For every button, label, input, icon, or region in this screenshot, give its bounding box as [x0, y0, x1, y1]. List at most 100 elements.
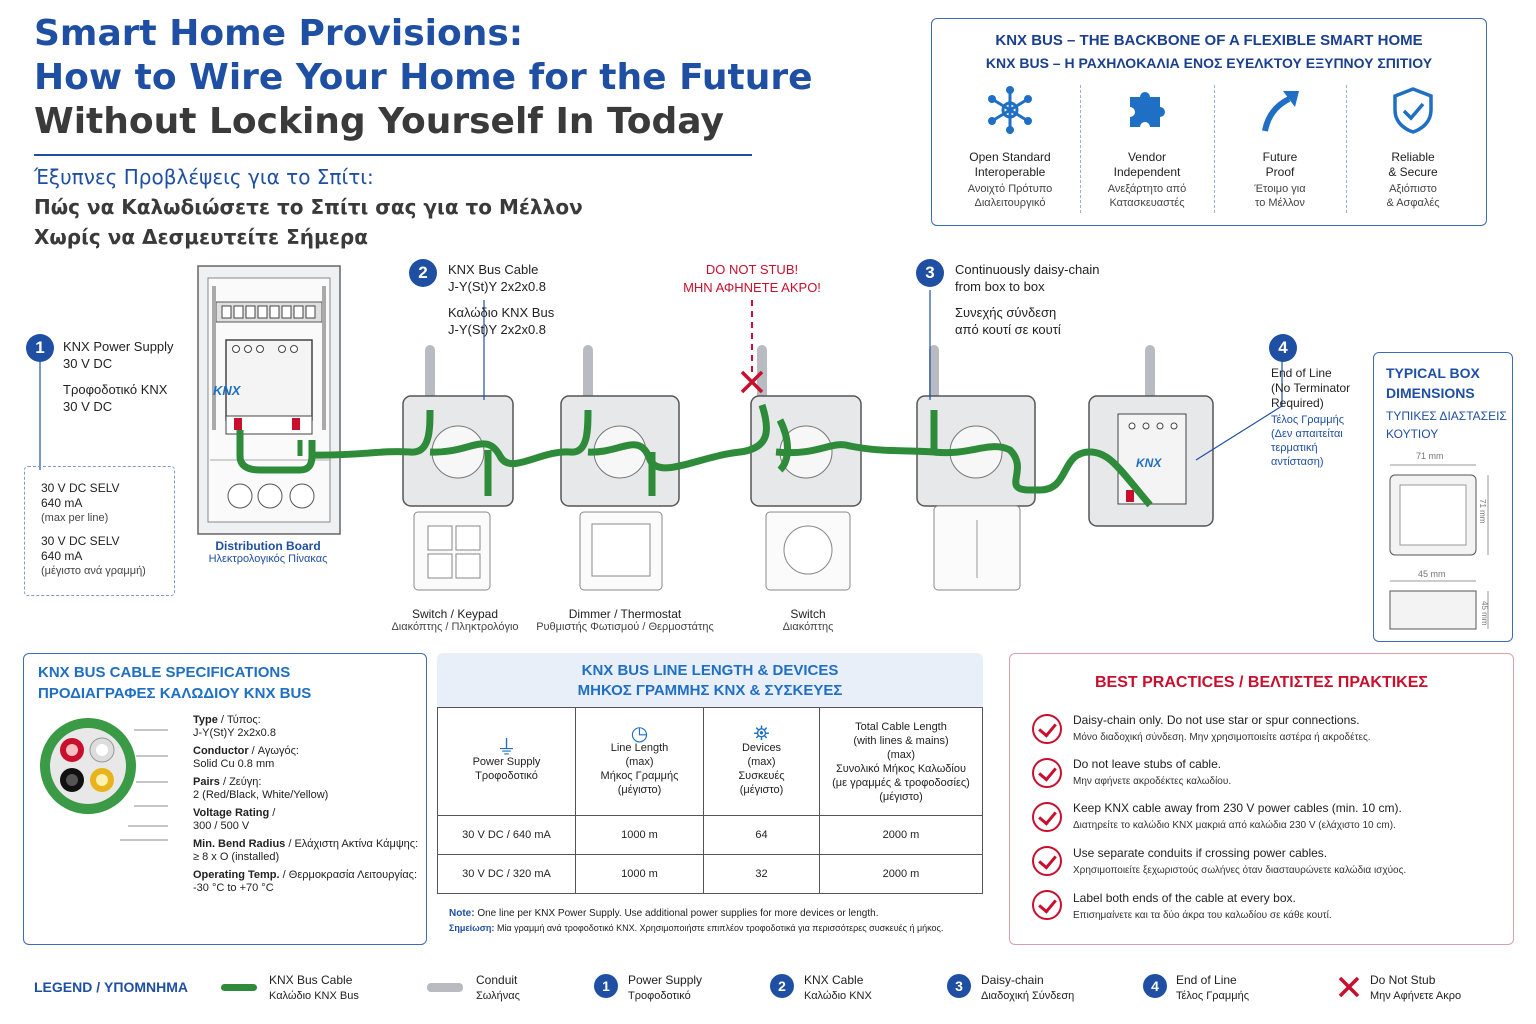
legend-gr: Διαδοχική Σύνδεση — [981, 990, 1075, 1002]
feature-en1: Future — [1262, 150, 1298, 164]
legend-en: Do Not Stub — [1370, 973, 1436, 987]
page-title-line1: Smart Home Provisions: — [34, 13, 524, 54]
linelen-note: Note: One line per KNX Power Supply. Use… — [449, 906, 943, 936]
selv-l1: 30 V DC SELV — [41, 481, 120, 495]
spec-row: Operating Temp. / Θερμοκρασία Λειτουργία… — [193, 869, 423, 895]
greek-title-line3: Χωρίς να Δεσμευτείτε Σήμερα — [34, 225, 368, 249]
linelen-title-en: KNX BUS LINE LENGTH & DEVICES — [581, 662, 839, 679]
specs-title-gr: ΠΡΟΔΙΑΓΡΑΦΕΣ ΚΑΛΩΔΙΟΥ KNX BUS — [38, 685, 312, 702]
legend-badge-1: 1 — [594, 974, 618, 998]
step1-label: KNX Power Supply 30 V DC Τροφοδοτικό KNX… — [63, 338, 174, 415]
feature-en2: Interoperable — [974, 165, 1046, 179]
feature-gr1: Ανεξάρτητο από — [1107, 183, 1187, 195]
board-knx-logo: KNX — [213, 383, 241, 398]
feature-en2: Independent — [1113, 165, 1181, 179]
feature-en1: Open Standard — [969, 150, 1051, 164]
no-stub-gr: ΜΗΝ ΑΦΗΝΕΤΕ ΑΚΡΟ! — [683, 280, 821, 295]
spec-key-gr: / Ζεύγη: — [219, 776, 262, 788]
no-stub-x-icon — [740, 370, 764, 394]
network-icon — [988, 86, 1032, 134]
best-item: Daisy-chain only. Do not use star or spu… — [1073, 712, 1371, 746]
table-cell: 1000 m — [575, 815, 704, 855]
legend-swatch-conduit — [427, 983, 463, 992]
divider — [1346, 85, 1347, 213]
device-plates — [413, 505, 1021, 591]
checkmark-icon — [1032, 714, 1062, 744]
step2-gr2: J-Y(St)Y 2x2x0.8 — [448, 322, 547, 337]
legend-en: Daisy-chain — [981, 973, 1044, 987]
note-text: One line per KNX Power Supply. Use addit… — [474, 908, 879, 919]
spec-key-gr: / Ελάχιστη Ακτίνα Κάμψης: — [285, 838, 419, 850]
header-line-length: ◷ Line Length (max) Μήκος Γραμμής (μέγισ… — [575, 707, 704, 816]
step3-en2: from box to box — [955, 279, 1045, 294]
legend-gr: Τροφοδοτικό — [628, 990, 691, 1002]
step4-en1: End of Line — [1271, 366, 1332, 380]
boxdim-en1: TYPICAL BOX — [1386, 365, 1480, 381]
step1-badge: 1 — [26, 334, 54, 362]
selv-l2: 640 mA — [41, 496, 83, 510]
step1-en2: 30 V DC — [63, 356, 113, 371]
specs-title: KNX BUS CABLE SPECIFICATIONS ΠΡΟΔΙΑΓΡΑΦΕ… — [38, 662, 311, 704]
spec-key-gr: / — [269, 807, 276, 819]
spec-key: Voltage Rating — [193, 807, 270, 819]
step1-gr1: Τροφοδοτικό KNX — [63, 382, 168, 397]
greek-title-line1: Έξυπνες Προβλέψεις για το Σπίτι: — [34, 165, 374, 189]
gauge-icon: ◷ — [630, 722, 649, 745]
legend-badge-2: 2 — [770, 974, 794, 998]
step1-en1: KNX Power Supply — [63, 339, 174, 354]
legend-title: LEGEND / ΥΠΟΜΝΗΜΑ — [34, 979, 188, 995]
feature-reliable-secure: Reliable & Secure Αξιόπιστο & Ασφαλές — [1346, 85, 1480, 210]
best-en: Use separate conduits if crossing power … — [1073, 846, 1328, 860]
table-cell: 30 V DC / 320 mA — [437, 854, 576, 894]
header-power-supply: ⏚ Power Supply Τροφοδοτικό — [437, 707, 576, 816]
header-l1: Total Cable Length — [855, 720, 947, 733]
header-l1: Power Supply — [472, 755, 541, 768]
table-cell: 1000 m — [575, 854, 704, 894]
step3-gr2: από κουτί σε κουτί — [955, 322, 1061, 337]
feature-gr2: Κατασκευαστές — [1109, 197, 1185, 209]
step4-en2: (No Terminator — [1271, 381, 1351, 395]
spec-value: Solid Cu 0.8 mm — [193, 758, 275, 770]
divider — [1214, 85, 1215, 213]
spec-value: J-Y(St)Y 2x2x0.8 — [193, 727, 276, 739]
selv-l4: 30 V DC SELV — [41, 534, 120, 548]
header-l6: (μέγιστο) — [879, 790, 923, 803]
box-dimensions-panel: TYPICAL BOX DIMENSIONS ΤΥΠΙΚΕΣ ΔΙΑΣΤΑΣΕΙ… — [1373, 352, 1513, 642]
best-item: Keep KNX cable away from 230 V power cab… — [1073, 800, 1402, 834]
selv-box: 30 V DC SELV 640 mA (max per line) 30 V … — [24, 466, 175, 596]
note-key: Note: — [449, 908, 475, 919]
puzzle-icon — [1130, 91, 1165, 127]
header-l1: Devices — [741, 741, 782, 754]
step4-gr3: τερματική — [1271, 442, 1318, 454]
step1-gr2: 30 V DC — [63, 399, 113, 414]
spec-value: -30 °C to +70 °C — [193, 882, 274, 894]
spec-row: Voltage Rating / 300 / 500 V — [193, 807, 423, 833]
spec-key-gr: / Τύπος: — [217, 714, 261, 726]
header-l4: (μέγιστο) — [617, 783, 662, 796]
knx-cable-segment — [311, 409, 434, 459]
legend-en: KNX Cable — [804, 973, 864, 987]
step4-en3: Required) — [1271, 396, 1324, 410]
devices-icon: ⛯ — [753, 722, 770, 745]
device-gr: Διακόπτης — [782, 621, 834, 633]
best-practices-panel: BEST PRACTICES / ΒΕΛΤΙΣΤΕΣ ΠΡΑΚΤΙΚΕΣ Dai… — [1009, 653, 1514, 945]
feature-open-standard: Open Standard Interoperable Ανοιχτό Πρότ… — [940, 85, 1080, 210]
distribution-board — [197, 265, 341, 535]
step3-badge: 3 — [916, 259, 944, 287]
linelen-title-gr: ΜΗΚΟΣ ΓΡΑΜΜΗΣ KNX & ΣΥΣΚΕΥΕΣ — [577, 682, 843, 699]
spec-value: ≥ 8 x O (installed) — [193, 851, 280, 863]
feature-gr1: Ανοιχτό Πρότυπο — [967, 183, 1053, 195]
device-en: Dimmer / Thermostat — [568, 607, 682, 621]
table-cell: 30 V DC / 640 mA — [437, 815, 576, 855]
line-length-panel: KNX BUS LINE LENGTH & DEVICES ΜΗΚΟΣ ΓΡΑΜ… — [437, 653, 983, 945]
step4-label: End of Line (No Terminator Required) Τέλ… — [1271, 366, 1350, 469]
spec-row: Conductor / Αγωγός:Solid Cu 0.8 mm — [193, 745, 423, 771]
header-l3: Μήκος Γραμμής — [600, 769, 679, 782]
step4-gr1: Τέλος Γραμμής — [1271, 414, 1344, 426]
spec-value: 300 / 500 V — [193, 820, 250, 832]
